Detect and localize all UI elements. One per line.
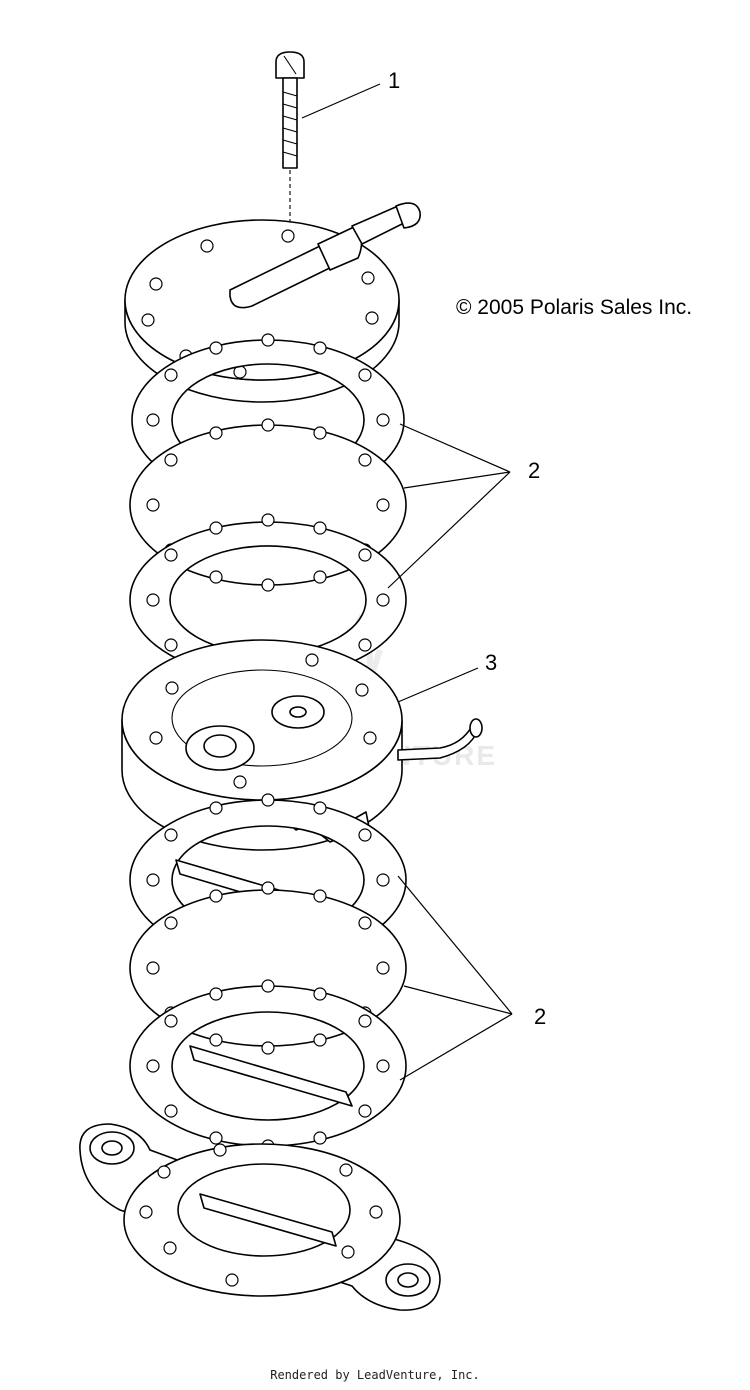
callout-3: 3 — [397, 650, 497, 703]
screw-part — [275, 51, 305, 230]
footer-credit: Rendered by LeadVenture, Inc. — [270, 1368, 480, 1382]
callout-1: 1 — [301, 68, 400, 119]
copyright-text: © 2005 Polaris Sales Inc. — [456, 296, 692, 319]
callout-label-1: 1 — [388, 68, 400, 93]
callout-label-2-lower: 2 — [534, 1004, 546, 1029]
callout-label-3: 3 — [485, 650, 497, 675]
callout-label-2-upper: 2 — [528, 458, 540, 483]
callout-2-lower: 2 — [397, 875, 546, 1081]
base-plate — [79, 1123, 441, 1311]
callout-2-upper: 2 — [387, 423, 540, 589]
lower-gasket-2 — [129, 979, 407, 1153]
